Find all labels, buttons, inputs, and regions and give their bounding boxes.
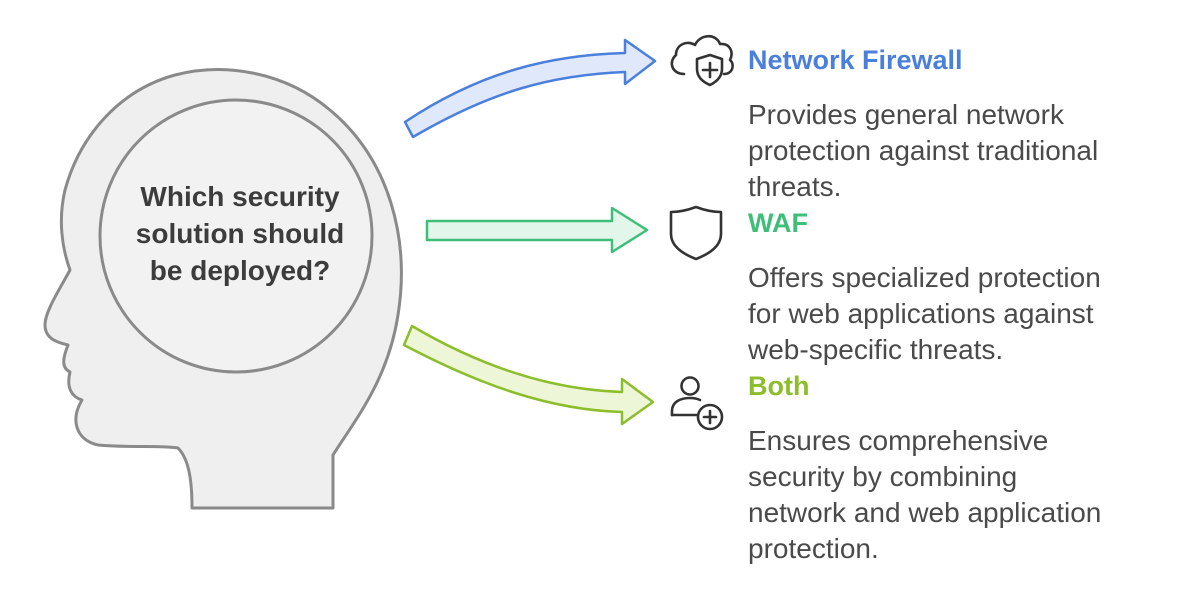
- user-shield-icon: [670, 376, 724, 431]
- description-line: web-specific threats.: [748, 334, 1004, 365]
- question-line: solution should: [135, 218, 345, 249]
- thought-circle: [98, 98, 374, 374]
- option-title-waf: WAF: [748, 208, 808, 238]
- description-line: protection.: [748, 533, 879, 564]
- description-line: for web applications against: [748, 298, 1094, 329]
- question-line: Which security: [140, 181, 340, 212]
- description-line: Ensures comprehensive: [748, 425, 1049, 456]
- question-line: be deployed?: [149, 255, 331, 286]
- option-title-network-firewall: Network Firewall: [748, 45, 963, 75]
- description-line: security by combining: [748, 461, 1018, 492]
- description-line: protection against traditional: [748, 135, 1099, 166]
- arrow-both: [402, 324, 655, 426]
- description-line: threats.: [748, 171, 842, 202]
- cloud-shield-icon: [670, 34, 734, 87]
- option-description-both: Ensures comprehensive security by combin…: [748, 423, 1188, 567]
- central-question: Which security solution should be deploy…: [110, 178, 370, 289]
- description-line: Offers specialized protection: [748, 262, 1101, 293]
- shield-icon: [669, 205, 723, 261]
- description-line: Provides general network: [748, 99, 1064, 130]
- option-description-waf: Offers specialized protection for web ap…: [748, 260, 1188, 368]
- option-description-network-firewall: Provides general network protection agai…: [748, 97, 1188, 205]
- arrow-waf: [425, 206, 649, 254]
- option-title-both: Both: [748, 371, 810, 401]
- description-line: network and web application: [748, 497, 1102, 528]
- arrow-network-firewall: [403, 38, 657, 139]
